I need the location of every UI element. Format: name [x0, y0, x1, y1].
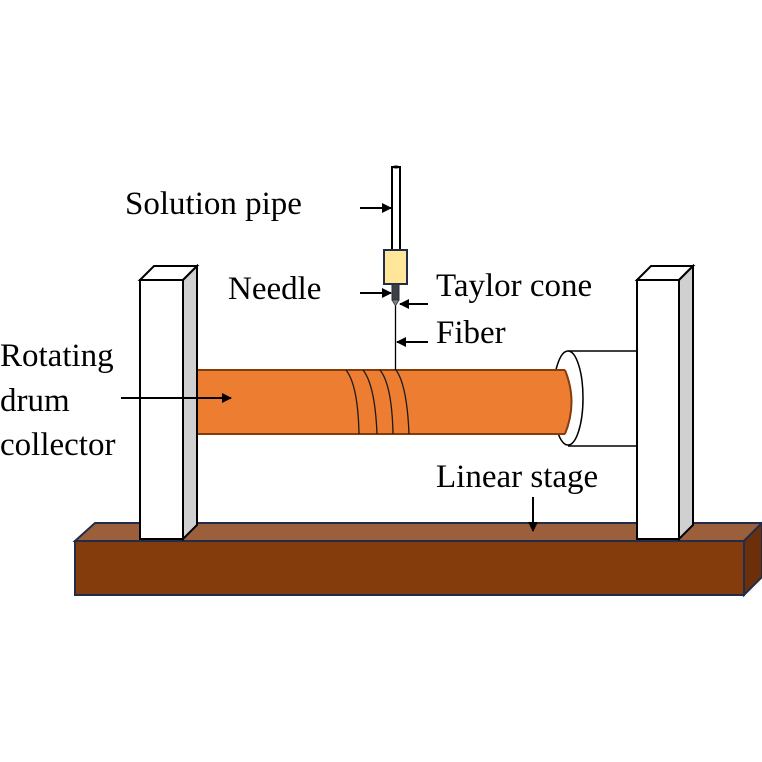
needle-holder: [383, 249, 408, 285]
needle: [391, 283, 400, 301]
label-needle: Needle: [228, 271, 321, 307]
label-solution-pipe: Solution pipe: [125, 186, 302, 222]
label-linear-stage: Linear stage: [436, 459, 598, 495]
left-support: [137, 263, 200, 542]
drum-mount-cylinder: [552, 350, 638, 447]
stage-front-face: [74, 540, 745, 596]
label-fiber: Fiber: [436, 315, 506, 351]
solution-pipe: [391, 165, 401, 251]
label-rotating-drum-line2: drum: [0, 383, 70, 419]
taylor-cone: [391, 299, 400, 307]
right-support: [634, 263, 696, 542]
label-rotating-drum-line3: collector: [0, 427, 115, 463]
wound-fibers: [345, 369, 410, 435]
rotating-drum: [197, 369, 573, 435]
linear-stage: [72, 521, 762, 598]
label-rotating-drum-line1: Rotating: [0, 338, 114, 374]
label-taylor-cone: Taylor cone: [436, 268, 592, 304]
